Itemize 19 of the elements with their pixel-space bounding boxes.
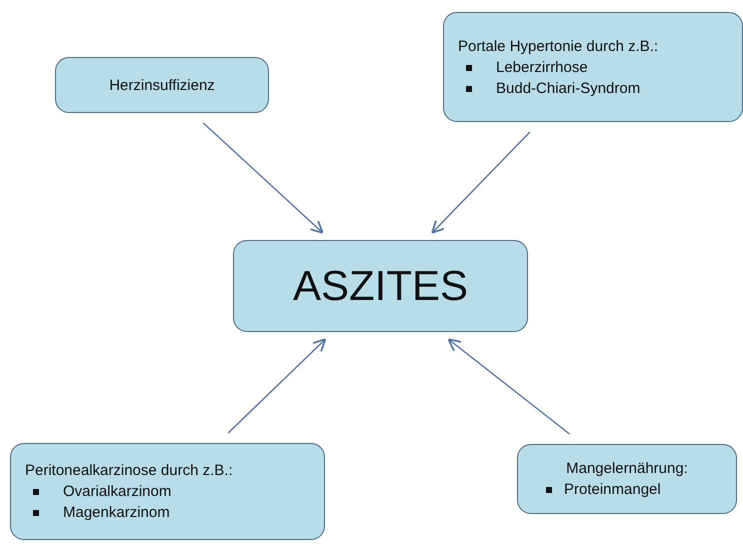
box-heading: Mangelernährung: <box>566 460 688 477</box>
main-title: ASZITES <box>292 262 468 310</box>
bullet-item: Budd-Chiari-Syndrom <box>458 80 728 96</box>
box-heading: Peritonealkarzinose durch z.B.: <box>25 462 234 479</box>
box-heading: Portale Hypertonie durch z.B.: <box>458 38 660 54</box>
box-heading: Herzinsuffizienz <box>109 76 215 94</box>
arrow <box>228 338 326 434</box>
bullet-item: Leberzirrhose <box>458 58 728 76</box>
cause-box <box>55 57 269 113</box>
cause-box <box>443 12 743 122</box>
cause-box <box>517 444 737 514</box>
main-box <box>233 240 528 332</box>
bullet-item: Proteinmangel <box>538 481 661 498</box>
arrow <box>202 122 324 234</box>
bullet-item: Magenkarzinom <box>25 504 310 521</box>
cause-box <box>10 443 325 540</box>
arrow <box>448 338 570 435</box>
arrow <box>431 132 530 234</box>
bullet-item: Ovarialkarzinom <box>25 483 310 500</box>
